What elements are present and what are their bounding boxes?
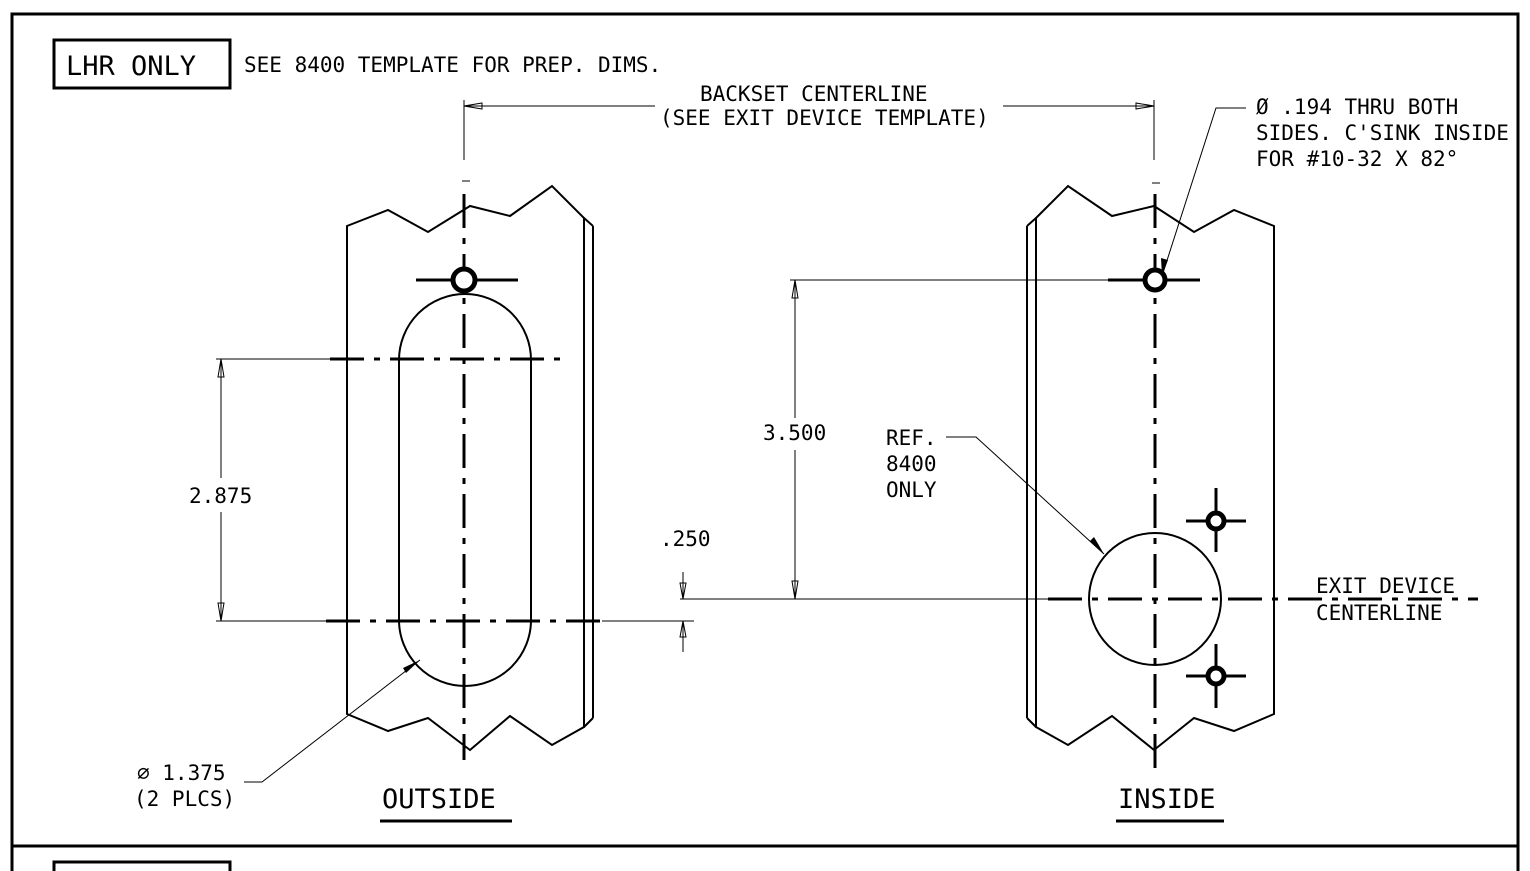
- inside-mount-hole: [1142, 267, 1168, 293]
- inside-edge-cap-bottom: [1026, 717, 1037, 728]
- diameter-arrow: [403, 660, 420, 673]
- backset-arrow-left: [463, 102, 483, 110]
- outside-edge-cap-bottom: [583, 717, 594, 728]
- outside-view-label: OUTSIDE: [382, 784, 496, 815]
- ref-line2: 8400: [886, 452, 937, 476]
- inside-cylinder-bore: [1088, 532, 1222, 666]
- next-section-box: [52, 860, 232, 871]
- ref-line1: REF.: [886, 426, 937, 450]
- small-dim-arrow-bottom: [679, 620, 687, 638]
- slot-dim-arrow-top: [217, 358, 225, 378]
- backset-sublabel: (SEE EXIT DEVICE TEMPLATE): [660, 106, 989, 130]
- diameter-leader: [244, 659, 421, 783]
- slot-dim-arrow-bottom: [217, 602, 225, 622]
- backset-label: BACKSET CENTERLINE: [700, 82, 928, 106]
- ref-leader: [946, 436, 1105, 555]
- hole-dim-arrow-bottom: [791, 580, 799, 600]
- inside-view: [1026, 182, 1478, 768]
- ref-line3: ONLY: [886, 478, 937, 502]
- lower-screw-hole: [1205, 665, 1227, 687]
- hole-offset-dim: 3.500: [763, 421, 826, 445]
- hole-note-line1: Ø .194 THRU BOTH: [1256, 95, 1458, 119]
- backset-arrow-right: [1135, 102, 1155, 110]
- ref-arrow: [1090, 537, 1104, 554]
- exit-device-label-line2: CENTERLINE: [1316, 601, 1442, 625]
- upper-screw-hole: [1205, 510, 1227, 532]
- slot-length-dim: 2.875: [189, 484, 252, 508]
- hole-note-leader: [1161, 107, 1246, 277]
- hole-note-line2: SIDES. C'SINK INSIDE: [1256, 121, 1509, 145]
- diameter-dim: ⌀ 1.375: [137, 761, 226, 785]
- handing-box: [52, 38, 232, 90]
- inside-edge-cap-top: [1026, 217, 1037, 227]
- small-dim-arrow-top: [679, 582, 687, 600]
- outside-mount-hole: [450, 266, 478, 294]
- template-note: SEE 8400 TEMPLATE FOR PREP. DIMS.: [244, 53, 661, 77]
- offset-small-dim: .250: [660, 527, 711, 551]
- hole-dim-arrow-top: [791, 279, 799, 299]
- inside-door-edge-outline: [1035, 184, 1275, 752]
- outside-view: [326, 180, 602, 760]
- diameter-quantity: (2 PLCS): [134, 787, 235, 811]
- outside-edge-cap-top: [583, 217, 594, 227]
- inside-view-label: INSIDE: [1118, 784, 1216, 815]
- hole-note-line3: FOR #10-32 X 82°: [1256, 147, 1458, 171]
- handing-label: LHR ONLY: [66, 51, 196, 82]
- drawing-border: [10, 12, 1520, 871]
- exit-device-label-line1: EXIT DEVICE: [1316, 574, 1455, 598]
